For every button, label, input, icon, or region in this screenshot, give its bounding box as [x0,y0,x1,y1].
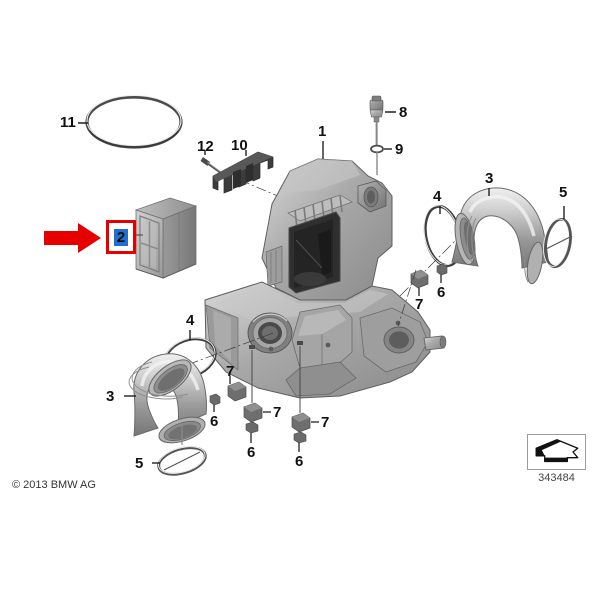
part-7-rubber-mount-b [243,345,271,423]
callout-9: 9 [395,141,404,158]
part-3-intake-duct-lower [124,353,207,444]
callout-4-lower: 4 [186,312,195,329]
red-pointer-arrow [44,223,101,253]
callout-6-a: 6 [210,413,219,430]
copyright-notice: © 2013 BMW AG [12,479,96,491]
callout-4-upper: 4 [433,188,442,205]
part-5-hose-clamp-upper [543,206,573,269]
callout-7-right: 7 [415,296,424,313]
part-5-hose-clamp-lower [152,423,207,476]
callout-11: 11 [60,114,76,131]
callout-6-right: 6 [437,284,446,301]
part-7-rubber-mount-right [410,269,429,296]
callout-12: 12 [197,138,214,155]
highlighted-callout-2-number: 2 [113,228,129,246]
view-direction-icon-box [527,434,586,470]
part-9-sensor-o-ring [370,144,392,175]
callout-3-upper: 3 [485,170,494,187]
part-11-large-o-ring [78,94,183,149]
callout-7-c: 7 [321,414,330,431]
callout-5-upper: 5 [559,184,568,201]
part-2-air-filter-element [133,197,198,279]
part-6-mount-pin-a [209,393,221,412]
part-10-mounting-bracket [212,150,319,214]
callout-5-lower: 5 [135,455,144,472]
part-6-mount-pin-c [293,431,307,452]
callout-7-b: 7 [273,404,282,421]
part-3-intake-duct-upper [451,187,549,285]
callout-1: 1 [318,123,327,140]
callout-10: 10 [231,137,248,154]
callout-3-lower: 3 [106,388,115,405]
part-7-rubber-mount-c [291,341,319,433]
callout-6-c: 6 [295,453,304,470]
part-12-bracket-screw [200,150,222,174]
diagram-part-number: 343484 [538,472,575,484]
part-1-air-filter-housing [204,141,447,399]
part-6-mount-pin-b [245,421,259,443]
part-6-mount-pin-right [397,263,448,327]
callout-6-b: 6 [247,444,256,461]
highlighted-callout-2-box[interactable]: 2 [106,220,136,254]
part-7-rubber-mount-a [227,376,247,402]
callout-7-a: 7 [226,363,235,380]
view-direction-arrow-icon [535,439,579,463]
callout-8: 8 [399,104,408,121]
part-8-air-mass-sensor [369,95,396,146]
